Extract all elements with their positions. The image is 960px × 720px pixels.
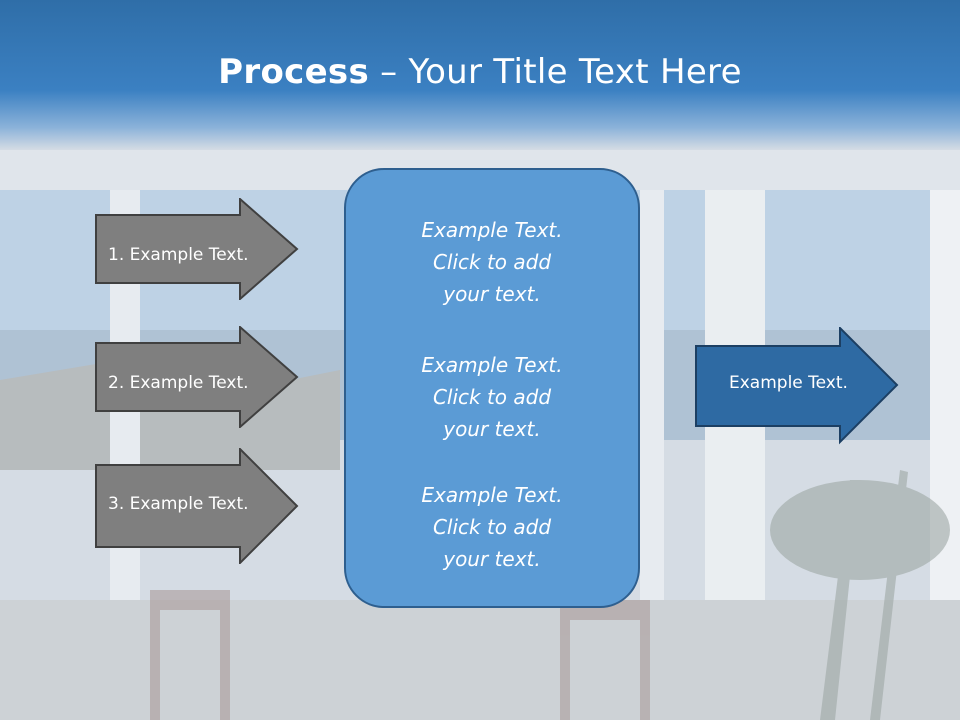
left-arrow-2[interactable]	[95, 326, 300, 428]
center-item-1-line3: your text.	[443, 282, 541, 306]
center-text-box[interactable]: Example Text. Click to add your text. Ex…	[344, 168, 640, 608]
center-item-1-line2: Click to add	[432, 250, 552, 274]
center-item-2: Example Text. Click to add your text.	[346, 349, 638, 445]
left-arrow-1-label: 1. Example Text.	[108, 245, 249, 265]
center-item-1-line1: Example Text.	[421, 218, 563, 242]
center-item-2-line1: Example Text.	[421, 353, 563, 377]
center-item-3-line2: Click to add	[432, 515, 552, 539]
right-arrow[interactable]	[695, 327, 900, 445]
left-arrow-3[interactable]	[95, 448, 300, 564]
slide-title[interactable]: Process – Your Title Text Here	[0, 52, 960, 92]
left-arrow-3-label: 3. Example Text.	[108, 494, 249, 514]
left-arrow-2-label: 2. Example Text.	[108, 373, 249, 393]
title-band	[0, 0, 960, 150]
title-rest: – Your Title Text Here	[369, 52, 742, 92]
center-item-3-line3: your text.	[443, 547, 541, 571]
right-arrow-label: Example Text.	[729, 373, 848, 393]
center-item-3-line1: Example Text.	[421, 483, 563, 507]
title-bold: Process	[218, 52, 370, 92]
center-item-3: Example Text. Click to add your text.	[346, 479, 638, 575]
center-item-1: Example Text. Click to add your text.	[346, 214, 638, 310]
center-item-2-line3: your text.	[443, 417, 541, 441]
left-arrow-1[interactable]	[95, 198, 300, 300]
center-item-2-line2: Click to add	[432, 385, 552, 409]
